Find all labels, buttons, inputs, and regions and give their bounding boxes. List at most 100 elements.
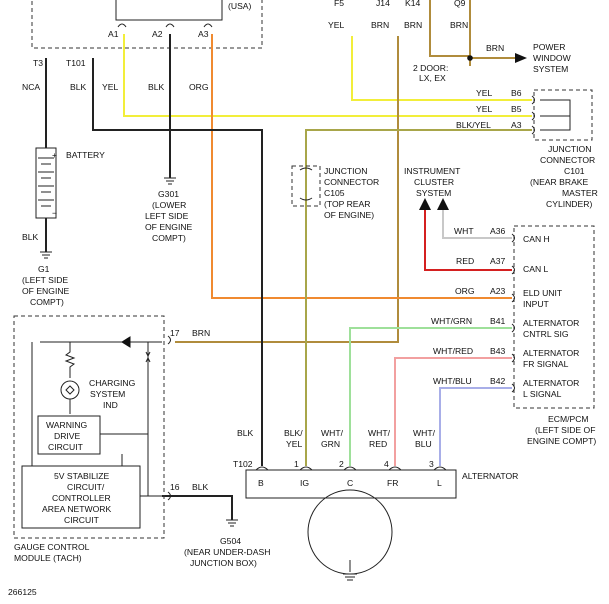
alt-pin1: 1 bbox=[294, 459, 299, 469]
ecm-row5-label1: ALTERNATOR bbox=[523, 378, 579, 388]
top-connector-box bbox=[115, 0, 223, 21]
ecm-row1-wire: RED bbox=[456, 256, 474, 266]
stab-line4: AREA NETWORK bbox=[42, 504, 112, 514]
pin-q9: Q9 bbox=[454, 0, 466, 8]
gauge-pin17: 17 bbox=[170, 328, 180, 338]
wht-can-h-wire bbox=[442, 210, 512, 239]
ecm-row2-label1: ELD UNIT bbox=[523, 288, 563, 298]
lamp-led-icon bbox=[65, 385, 75, 395]
battery-label: BATTERY bbox=[66, 150, 105, 160]
alt-t102: T102 bbox=[233, 459, 253, 469]
g301-line1: (LOWER bbox=[152, 200, 186, 210]
alt-wire-blk: BLK bbox=[237, 428, 254, 438]
alt-blkyel2: YEL bbox=[286, 439, 302, 449]
alt-blkyel1: BLK/ bbox=[284, 428, 303, 438]
cluster-line3: SYSTEM bbox=[416, 188, 451, 198]
jc101-wire-blkyel: BLK/YEL bbox=[456, 120, 491, 130]
term-t101: T101 bbox=[66, 58, 86, 68]
battery-minus: − bbox=[52, 208, 57, 218]
charge-line1: CHARGING bbox=[89, 378, 136, 388]
alt-pin3: 3 bbox=[429, 459, 434, 469]
ecm-row5-label2: L SIGNAL bbox=[523, 389, 562, 399]
ecm-row2-label2: INPUT bbox=[523, 299, 550, 309]
stabilize-circuit-box bbox=[21, 465, 141, 529]
cluster-line1: INSTRUMENT bbox=[404, 166, 461, 176]
jc101-b5: B5 bbox=[511, 104, 522, 114]
pin-f5: F5 bbox=[334, 0, 344, 8]
alt-term-l: L bbox=[437, 478, 442, 488]
gauge-wire-blk: BLK bbox=[192, 482, 209, 492]
jc101-wire-yel1: YEL bbox=[476, 88, 492, 98]
door-line2: LX, EX bbox=[419, 73, 446, 83]
jc101-outline bbox=[533, 89, 593, 141]
ecm-loc2: ENGINE COMPT) bbox=[527, 436, 596, 446]
top-pin-symbols bbox=[117, 23, 213, 28]
battery-box bbox=[35, 147, 57, 219]
ecm-outline bbox=[513, 225, 595, 409]
gauge-module-outline bbox=[13, 315, 165, 539]
battery-plates bbox=[38, 157, 54, 207]
ecm-row3-wire: WHT/GRN bbox=[431, 316, 472, 326]
jc101-line3: C101 bbox=[564, 166, 585, 176]
alternator-connector-box bbox=[245, 469, 457, 499]
charging-indicator-lamp-icon bbox=[60, 380, 80, 400]
alt-whtgrn1: WHT/ bbox=[321, 428, 344, 438]
yel-wire-a1 bbox=[123, 34, 532, 117]
yel-wire-f5 bbox=[351, 36, 532, 101]
pin-a3: A3 bbox=[198, 29, 209, 39]
alt-term-ig: IG bbox=[300, 478, 309, 488]
jc101-pin-symbols bbox=[531, 95, 535, 135]
g301-name: G301 bbox=[158, 189, 179, 199]
ecm-row3-label1: ALTERNATOR bbox=[523, 318, 579, 328]
jc101-b6: B6 bbox=[511, 88, 522, 98]
jc105-line1: JUNCTION bbox=[324, 166, 367, 176]
g1-line2: OF ENGINE bbox=[22, 286, 70, 296]
jc101-line2: CONNECTOR bbox=[540, 155, 595, 165]
wire-yel-f5: YEL bbox=[328, 20, 344, 30]
g504-line1: (NEAR UNDER-DASH bbox=[184, 547, 270, 557]
alternator-ground-icon bbox=[343, 560, 357, 581]
gauge-internal-wiring bbox=[40, 341, 162, 497]
jc105-line4: (TOP REAR bbox=[324, 199, 370, 209]
charge-line3: IND bbox=[103, 400, 118, 410]
ecm-row0-label: CAN H bbox=[523, 234, 550, 244]
jc101-line1: JUNCTION bbox=[548, 144, 591, 154]
door-line1: 2 DOOR: bbox=[413, 63, 448, 73]
alt-whtblu2: BLU bbox=[415, 439, 432, 449]
alt-pin-symbols bbox=[255, 466, 447, 471]
jc105-line5: OF ENGINE) bbox=[324, 210, 374, 220]
cluster-arrow-icons bbox=[419, 198, 449, 210]
jc105-line3: C105 bbox=[324, 188, 345, 198]
g301-line4: COMPT) bbox=[152, 233, 186, 243]
jc105-line2: CONNECTOR bbox=[324, 177, 379, 187]
red-can-l-wire bbox=[424, 210, 512, 271]
whtred-wire-fr bbox=[394, 357, 512, 466]
ecm-row5-pin: B42 bbox=[490, 376, 506, 386]
gauge-arrows-icon bbox=[145, 351, 151, 363]
ecm-row0-wire: WHT bbox=[454, 226, 474, 236]
stab-line3: CONTROLLER bbox=[52, 493, 111, 503]
brn-loop-wire bbox=[429, 0, 471, 57]
g1-line1: (LEFT SIDE bbox=[22, 275, 68, 285]
gauge-pin16: 16 bbox=[170, 482, 180, 492]
ecm-row1-pin: A37 bbox=[490, 256, 506, 266]
gauge-name1: GAUGE CONTROL bbox=[14, 542, 90, 552]
ground-g1-icon bbox=[40, 251, 52, 259]
jc101-wire-yel2: YEL bbox=[476, 104, 492, 114]
diagram-code: 266125 bbox=[8, 587, 37, 597]
wire-blk-top: BLK bbox=[70, 82, 87, 92]
jc105-outline bbox=[291, 165, 321, 207]
stab-line5: CIRCUIT bbox=[64, 515, 100, 525]
pin-k14: K14 bbox=[405, 0, 421, 8]
g1-line3: COMPT) bbox=[30, 297, 64, 307]
warning-drive-circuit-box bbox=[37, 415, 101, 455]
ecm-row2-wire: ORG bbox=[455, 286, 475, 296]
ecm-row4-label1: ALTERNATOR bbox=[523, 348, 579, 358]
splice-point bbox=[467, 55, 473, 61]
jc101-line4: (NEAR BRAKE bbox=[530, 177, 589, 187]
wire-brn-j14: BRN bbox=[371, 20, 389, 30]
resistor-icon bbox=[64, 342, 76, 378]
whtgrn-wire-c bbox=[349, 327, 512, 466]
alt-whtgrn2: GRN bbox=[321, 439, 340, 449]
